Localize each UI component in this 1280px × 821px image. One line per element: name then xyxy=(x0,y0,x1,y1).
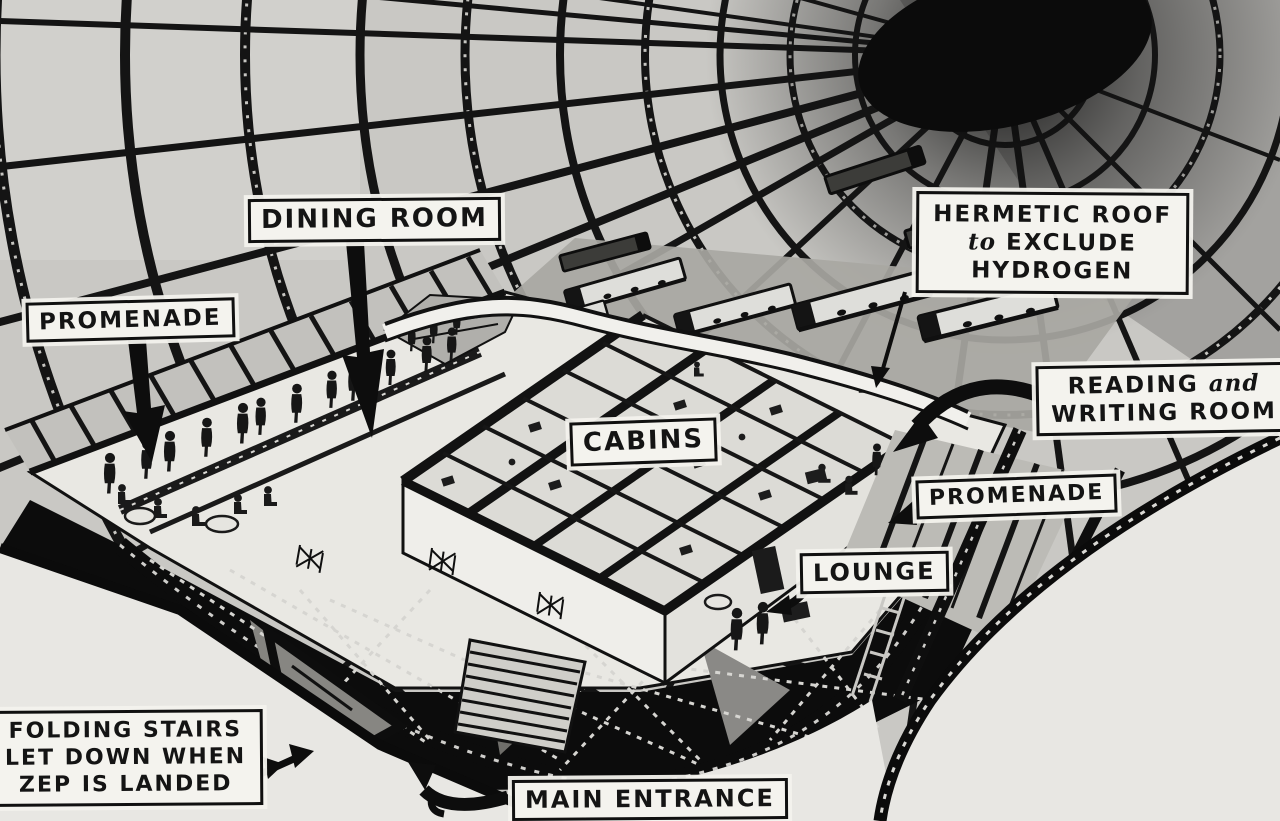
label-main-entrance: MAIN ENTRANCE xyxy=(511,778,788,821)
arrow-promenade-left xyxy=(123,340,165,462)
label-cabins: CABINS xyxy=(569,417,718,467)
arrow-hermetic-roof xyxy=(871,291,907,388)
arrow-dining-room xyxy=(342,242,384,438)
label-hermetic-line2: to EXCLUDE xyxy=(967,228,1137,257)
label-lounge-text: LOUNGE xyxy=(812,556,936,588)
callout-arrows xyxy=(123,242,1045,818)
dining-room-area xyxy=(118,484,277,534)
label-folding-line3: ZEP IS LANDED xyxy=(18,770,233,798)
cabin-doorway xyxy=(751,545,785,595)
label-promenade-right-text: PROMENADE xyxy=(928,479,1105,512)
arrow-folding-stairs xyxy=(256,744,314,779)
label-promenade-left: PROMENADE xyxy=(25,297,236,343)
label-dining-room: DINING ROOM xyxy=(247,196,502,243)
label-lounge: LOUNGE xyxy=(799,550,949,595)
label-main-entrance-text: MAIN ENTRANCE xyxy=(524,784,775,814)
lounge-area xyxy=(703,578,854,651)
label-dining-room-text: DINING ROOM xyxy=(260,203,489,235)
arrow-reading-writing xyxy=(893,379,1045,452)
label-promenade-right: PROMENADE xyxy=(915,473,1119,520)
label-reading-line2: WRITING ROOM xyxy=(1051,398,1278,429)
entrance-stairs xyxy=(453,638,587,754)
label-folding-stairs: FOLDING STAIRS LET DOWN WHEN ZEP IS LAND… xyxy=(0,709,264,808)
label-cabins-text: CABINS xyxy=(582,423,705,459)
reading-writing-area xyxy=(804,443,882,495)
label-promenade-left-text: PROMENADE xyxy=(38,304,222,336)
label-reading-line1: READING and xyxy=(1067,369,1260,400)
cabin-fixtures xyxy=(441,399,783,556)
label-hermetic-line1: HERMETIC ROOF xyxy=(933,201,1173,229)
hermetic-roof-cut-edge xyxy=(382,295,972,431)
ladder xyxy=(850,585,908,703)
label-hermetic-line3: HYDROGEN xyxy=(971,257,1134,285)
label-folding-line1: FOLDING STAIRS xyxy=(8,717,243,744)
label-folding-line2: LET DOWN WHEN xyxy=(4,743,247,771)
arrow-main-entrance xyxy=(408,762,510,818)
label-hermetic-roof: HERMETIC ROOF to EXCLUDE HYDROGEN xyxy=(915,191,1190,296)
label-reading-writing-room: READING and WRITING ROOM xyxy=(1035,361,1280,437)
